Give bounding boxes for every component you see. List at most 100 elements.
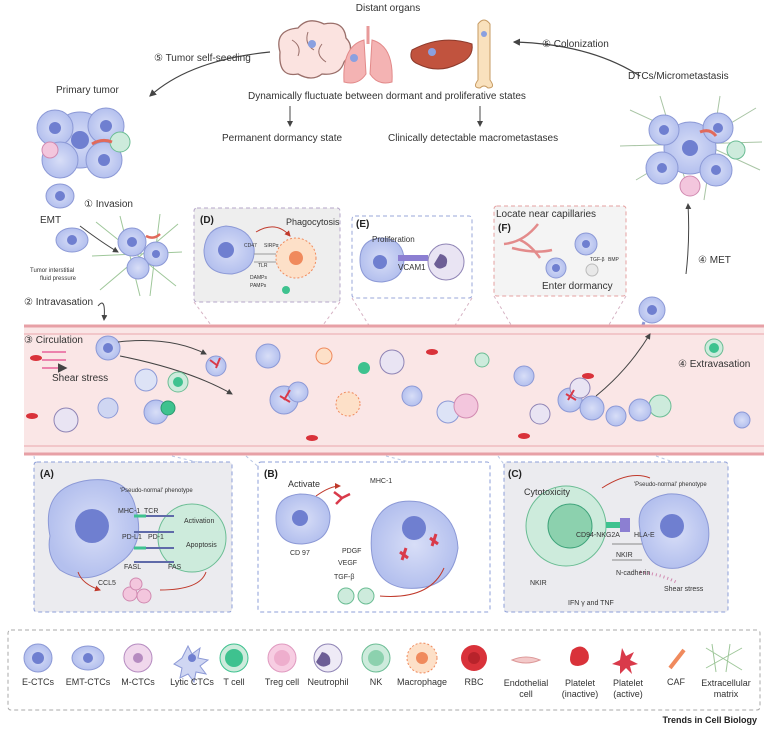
met-arrow [685, 203, 692, 275]
panel-a-pseudo: 'Pseudo-normal' phenotype [120, 488, 193, 494]
panel-a-activation: Activation [184, 518, 215, 525]
colonization-arrow [512, 38, 641, 77]
panel-c-cd94: CD94-NKG2A [576, 532, 620, 539]
panel-d-pamps: PAMPs [250, 283, 267, 289]
panel-a-box [33, 461, 233, 613]
panel-a-ccl5: CCL5 [98, 580, 116, 587]
panel-c-nkir-up: NKIR [616, 552, 633, 559]
intravasation-label: ② Intravasation [24, 297, 93, 308]
legend-label-rbc: RBC [464, 677, 484, 687]
dormancy-label: Permanent dormancy state [222, 133, 343, 144]
panel-c-nkir-down: NKIR [530, 580, 547, 587]
legend-label-m-ctcs: M-CTCs [121, 677, 155, 687]
emt-label: EMT [40, 215, 62, 226]
circulation-label: ③ Circulation [24, 335, 83, 346]
panel-c-tag: (C) [508, 469, 522, 480]
panel-b-tgfb: TGF-β [334, 574, 355, 581]
legend-icons [23, 642, 743, 684]
primary-tumor-label: Primary tumor [56, 85, 119, 96]
panel-d-cd47: CD47 [244, 243, 257, 249]
brain-icon [278, 20, 352, 79]
legend-label-emt-ctcs: EMT-CTCs [65, 677, 111, 687]
panel-c-pseudo: 'Pseudo-normal' phenotype [634, 482, 707, 488]
legend-label-caf: CAF [667, 677, 685, 687]
legend-label-platelet-inactive: Platelet (inactive) [561, 678, 599, 699]
panel-c-cytotoxicity: Cytotoxicity [524, 487, 571, 497]
panel-d-phagocytosis: Phagocytosis [286, 217, 340, 227]
panel-c-ncadherin: N-cadherin [616, 570, 651, 577]
bone-icon [474, 19, 494, 89]
panel-b-pdgf: PDGF [342, 548, 362, 555]
legend-label-macrophage: Macrophage [396, 677, 448, 687]
legend-label-t-cell: T cell [223, 677, 245, 687]
panel-b-tag: (B) [264, 469, 278, 480]
panel-a-fasl: FASL [124, 564, 142, 571]
fluid-pressure-label-1: Tumor interstitial [30, 268, 75, 274]
shear-stress-label: Shear stress [52, 373, 109, 384]
panel-f-bmp: BMP [608, 257, 619, 263]
legend-label-endothelial-cell: Endothelial cell [503, 678, 549, 699]
panel-e-tag: (E) [356, 219, 370, 230]
panel-a-pd1: PD-1 [148, 534, 164, 541]
panel-f-tag: (F) [498, 223, 511, 234]
panel-f-enter-dormancy: Enter dormancy [542, 281, 613, 292]
panel-a-tcr: TCR [144, 508, 159, 515]
panel-e-vcam1: VCAM1 [398, 263, 426, 272]
self-seeding-label: ⑤ Tumor self-seeding [154, 53, 251, 64]
legend-label-nk: NK [369, 677, 383, 687]
dtcs-label: DTCs/Micrometastasis [628, 71, 729, 82]
panel-a-apoptosis: Apoptosis [186, 542, 217, 549]
fluid-pressure-label-2: fluid pressure [40, 276, 77, 282]
fluctuate-label: Dynamically fluctuate between dormant an… [248, 91, 526, 102]
panel-a-fas: FAS [168, 564, 182, 571]
panel-f-locate: Locate near capillaries [496, 209, 597, 220]
legend-label-treg-cell: Treg cell [264, 677, 300, 687]
panel-b-vegf: VEGF [338, 560, 358, 567]
panel-d-box [193, 207, 341, 303]
self-seeding-arrow [149, 51, 271, 97]
panel-b-activate: Activate [288, 479, 321, 489]
extravasation-label: ④ Extravasation [678, 359, 751, 370]
vessel-cells [26, 333, 751, 441]
met-label: ④ MET [698, 255, 731, 266]
panel-b-cd97: CD 97 [290, 550, 310, 557]
intravasation-arrow [97, 302, 108, 321]
panel-c-hla: HLA-E [634, 532, 655, 539]
panel-f-tgf: TGF-β [590, 257, 605, 263]
panel-c-shear: Shear stress [664, 586, 704, 593]
legend-label-neutrophil: Neutrophil [307, 677, 349, 687]
liver-icon [410, 39, 473, 70]
panel-b-mhc: MHC-1 [370, 478, 393, 485]
panel-d-sirpa: SIRPα [264, 243, 279, 249]
panel-e-proliferation: Proliferation [372, 235, 415, 244]
legend-label-e-ctcs: E-CTCs [22, 677, 54, 687]
invasion-label: ① Invasion [84, 199, 133, 210]
footer-journal-label: Trends in Cell Biology [662, 715, 757, 725]
primary-tumor-cluster [36, 107, 131, 179]
invasion-arrow [79, 225, 119, 253]
dtc-cluster [619, 95, 763, 201]
panel-a-pdl1: PD-L1 [122, 534, 142, 541]
panel-b-box [257, 461, 491, 613]
emt-cells [45, 183, 89, 253]
macromet-label: Clinically detectable macrometastases [388, 133, 559, 144]
distant-organs-label: Distant organs [355, 3, 421, 14]
legend-label-extracellular-matrix: Extracellular matrix [701, 678, 751, 699]
panel-a-tag: (A) [40, 469, 54, 480]
invasion-ecm [91, 213, 183, 297]
inset-connector-lines [193, 295, 627, 341]
panel-f-box [493, 205, 627, 297]
lungs-icon [343, 26, 393, 84]
panel-d-tag: (D) [200, 215, 214, 226]
panel-a-mhc: MHC-1 [118, 508, 141, 515]
legend-label-lytic-ctcs: Lytic CTCs [170, 677, 214, 687]
panel-d-damps: DAMPs [250, 275, 267, 281]
blood-vessel [24, 324, 764, 456]
colonization-label: ⑤ Colonization [542, 39, 609, 50]
panel-d-tlr: TLR [258, 263, 268, 269]
panel-c-box [503, 461, 729, 613]
legend-label-platelet-active: Platelet (active) [612, 678, 644, 699]
panel-c-ifn: IFN γ and TNF [568, 600, 614, 607]
panel-e-box [351, 215, 473, 299]
